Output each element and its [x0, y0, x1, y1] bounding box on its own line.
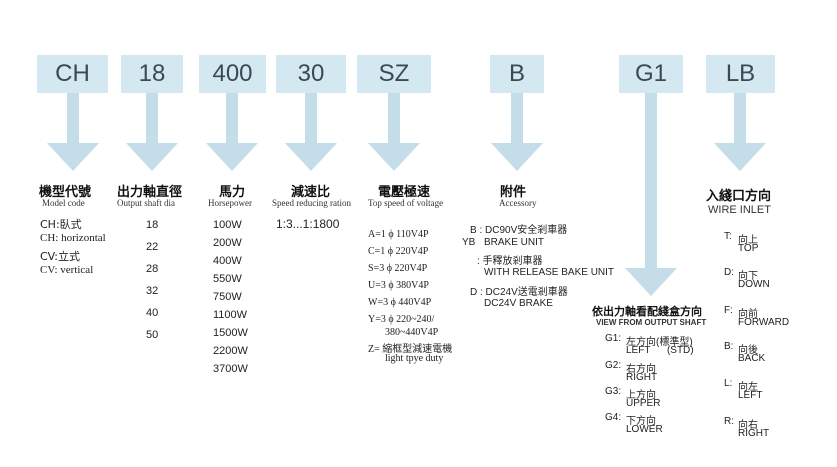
ratio-subtitle: Speed reducing ration	[272, 198, 351, 208]
shaft-dia-value: 50	[146, 329, 159, 341]
accessory-item: DC24V BRAKE	[484, 298, 553, 309]
ratio-title: 減速比	[291, 185, 331, 200]
wire-inlet-title: 入綫口方向	[706, 189, 772, 204]
motor-type-title: 機型代號	[39, 185, 92, 200]
code-box-accessory: B	[490, 55, 544, 93]
shaft-dia-value: 18	[146, 219, 159, 231]
motor-type-item: CH: horizontal	[40, 232, 106, 244]
voltage-item: S=3 ϕ 220V4P	[368, 263, 428, 274]
down-arrow-icon	[368, 93, 420, 171]
voltage-subtitle: Top speed of voltage	[368, 198, 444, 208]
horsepower-value: 200W	[213, 237, 242, 249]
shaft-dia-subtitle: Output shaft dia	[117, 198, 175, 208]
view-shaft-cn: 下方向	[626, 416, 656, 427]
code-box-wire-inlet: LB	[706, 55, 775, 93]
code-box-motor-type: CH	[37, 55, 108, 93]
voltage-item: W=3 ϕ 440V4P	[368, 297, 432, 308]
horsepower-value: 550W	[213, 273, 242, 285]
accessory-item: D : DC24V送電剎車器	[470, 287, 568, 298]
horsepower-value: 400W	[213, 255, 242, 267]
down-arrow-icon	[714, 93, 766, 171]
ratio-value: 1:3...1:1800	[276, 217, 340, 231]
voltage-item: light tpye duty	[385, 353, 444, 364]
down-arrow-icon	[47, 93, 99, 171]
wire-inlet-cn: 向右	[738, 420, 758, 431]
wire-inlet-code: D:	[724, 267, 734, 278]
motor-type-item: CV:立式	[40, 250, 81, 263]
wire-inlet-cn: 向下	[738, 271, 758, 282]
wire-inlet-code: R:	[724, 416, 734, 427]
voltage-item: A=1 ϕ 110V4P	[368, 229, 429, 240]
wire-inlet-en: TOP	[738, 243, 759, 254]
wire-inlet-en: BACK	[738, 353, 766, 364]
view-shaft-en: LOWER	[626, 424, 663, 435]
wire-inlet-cn: 向前	[738, 309, 758, 320]
accessory-item: YB	[462, 237, 476, 248]
voltage-item: Y=3 ϕ 220~240/	[368, 314, 435, 325]
view-shaft-subtitle: VIEW FROM OUTPUT SHAFT	[596, 318, 707, 327]
voltage-item: U=3 ϕ 380V4P	[368, 280, 429, 291]
accessory-title: 附件	[500, 185, 527, 200]
wire-inlet-cn: 向上	[738, 235, 758, 246]
view-shaft-code: G3:	[605, 386, 622, 397]
down-arrow-icon	[126, 93, 178, 171]
view-shaft-code: G2:	[605, 360, 622, 371]
horsepower-value: 1500W	[213, 327, 248, 339]
down-arrow-icon	[625, 93, 677, 296]
code-box-view-shaft: G1	[619, 55, 683, 93]
horsepower-value: 750W	[213, 291, 242, 303]
down-arrow-icon	[206, 93, 258, 171]
accessory-item: BRAKE UNIT	[484, 237, 545, 248]
voltage-item: C=1 ϕ 220V4P	[368, 246, 429, 257]
view-shaft-title: 依出力軸看配綫盒方向	[592, 305, 702, 318]
shaft-dia-value: 22	[146, 241, 159, 253]
horsepower-value: 2200W	[213, 345, 248, 357]
down-arrow-icon	[285, 93, 337, 171]
wire-inlet-subtitle: WIRE INLET	[708, 204, 771, 216]
accessory-subtitle: Accessory	[499, 198, 537, 208]
voltage-title: 電壓極速	[378, 185, 431, 200]
view-shaft-en: RIGHT	[626, 372, 658, 383]
shaft-dia-value: 32	[146, 285, 159, 297]
code-box-ratio: 30	[276, 55, 346, 93]
horsepower-title: 馬力	[219, 185, 246, 200]
wire-inlet-en: DOWN	[738, 279, 770, 290]
wire-inlet-en: RIGHT	[738, 428, 770, 439]
horsepower-value: 100W	[213, 219, 242, 231]
accessory-item: WITH RELEASE BAKE UNIT	[484, 267, 615, 278]
view-shaft-code: G1:	[605, 333, 622, 344]
view-shaft-cn: 右方向	[626, 364, 656, 375]
view-shaft-code: G4:	[605, 412, 622, 423]
accessory-item: : 手釋放剎車器	[477, 256, 543, 267]
motor-type-subtitle: Model code	[42, 198, 85, 208]
shaft-dia-title: 出力軸直徑	[117, 185, 183, 200]
wire-inlet-cn: 向左	[738, 382, 758, 393]
wire-inlet-en: LEFT	[738, 390, 763, 401]
shaft-dia-value: 28	[146, 263, 159, 275]
motor-type-item: CH:臥式	[40, 218, 82, 231]
horsepower-subtitle: Horsepower	[208, 198, 252, 208]
wire-inlet-en: FORWARD	[738, 317, 790, 328]
down-arrow-icon	[491, 93, 543, 171]
code-box-horsepower: 400	[199, 55, 266, 93]
view-shaft-cn: 上方向	[626, 390, 656, 401]
voltage-item: Z= 縮框型減速電機	[368, 344, 453, 355]
view-shaft-en: UPPER	[626, 398, 661, 409]
view-shaft-en: LEFT (STD)	[626, 345, 694, 356]
horsepower-value: 3700W	[213, 363, 248, 375]
wire-inlet-code: F:	[724, 305, 733, 316]
code-box-voltage: SZ	[357, 55, 431, 93]
code-box-shaft-dia: 18	[121, 55, 183, 93]
wire-inlet-code: B:	[724, 341, 734, 352]
voltage-item: 380~440V4P	[385, 327, 439, 338]
view-shaft-cn: 左方向(標準型)	[626, 337, 693, 348]
motor-type-item: CV: vertical	[40, 264, 94, 276]
wire-inlet-cn: 向後	[738, 345, 758, 356]
wire-inlet-code: L:	[724, 378, 733, 389]
shaft-dia-value: 40	[146, 307, 159, 319]
horsepower-value: 1100W	[213, 309, 248, 321]
accessory-item: B : DC90V安全剎車器	[470, 225, 568, 236]
wire-inlet-code: T:	[724, 231, 732, 242]
